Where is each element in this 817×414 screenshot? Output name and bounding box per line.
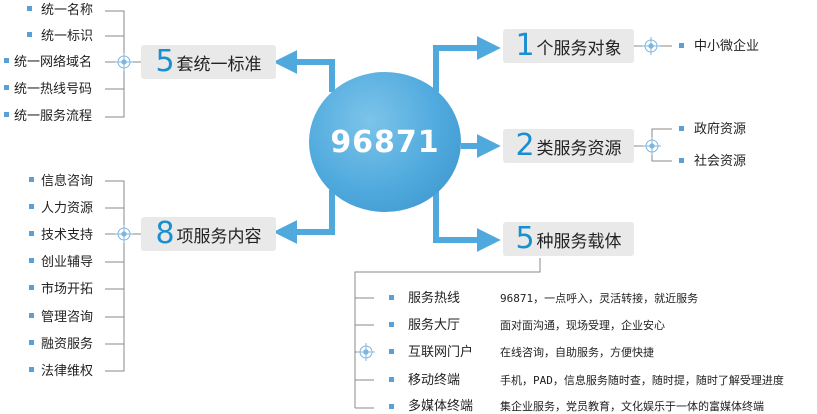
carrier-name: 服务热线 bbox=[408, 291, 461, 306]
branch-number: 8 bbox=[155, 216, 175, 251]
carrier-name: 移动终端 bbox=[408, 373, 461, 388]
branch-standards: 5 套统一标准 bbox=[141, 45, 276, 79]
standard-item: 统一热线号码 bbox=[14, 82, 93, 97]
bullet bbox=[29, 313, 34, 318]
bullet bbox=[389, 349, 394, 354]
branch-number: 2 bbox=[515, 128, 535, 163]
content-item: 融资服务 bbox=[41, 337, 94, 352]
standard-item: 统一标识 bbox=[41, 29, 94, 44]
branch-title: 项服务内容 bbox=[176, 226, 262, 247]
branch-carriers: 5 种服务载体 bbox=[503, 222, 634, 256]
branch-title: 个服务对象 bbox=[536, 38, 622, 59]
carrier-desc: 集企业服务，党员教育，文化娱乐于一体的富媒体终端 bbox=[500, 400, 764, 413]
content-item: 市场开拓 bbox=[41, 282, 94, 297]
standard-item: 统一名称 bbox=[41, 3, 94, 18]
target-icon bbox=[642, 37, 660, 55]
bullet bbox=[29, 285, 34, 290]
bullet bbox=[29, 340, 34, 345]
carrier-name: 多媒体终端 bbox=[408, 399, 474, 414]
bullet bbox=[29, 367, 34, 372]
branch-content: 8 项服务内容 bbox=[141, 217, 276, 251]
center-label: 96871 bbox=[330, 124, 440, 160]
target-icon bbox=[357, 343, 375, 361]
bullet bbox=[679, 158, 684, 163]
bullet bbox=[29, 177, 34, 182]
arrow-to-carriers bbox=[433, 190, 501, 252]
branch-resources: 2 类服务资源 bbox=[503, 129, 634, 163]
standard-item: 统一网络域名 bbox=[14, 55, 93, 70]
bullet bbox=[679, 43, 684, 48]
bullet bbox=[4, 112, 9, 117]
bullet bbox=[4, 85, 9, 90]
bullet bbox=[389, 377, 394, 382]
branch-number: 1 bbox=[515, 28, 535, 63]
resource-item: 社会资源 bbox=[694, 154, 747, 169]
content-item: 人力资源 bbox=[41, 201, 94, 216]
bullet bbox=[679, 126, 684, 131]
center-node: 96871 bbox=[309, 72, 461, 212]
arrow-to-content bbox=[273, 190, 335, 244]
branch-number: 5 bbox=[155, 44, 175, 79]
bullet bbox=[4, 58, 9, 63]
resource-item: 政府资源 bbox=[694, 122, 747, 137]
carrier-desc: 面对面沟通，现场受理，企业安心 bbox=[500, 319, 665, 332]
arrow-to-target bbox=[433, 36, 501, 92]
branch-title: 种服务载体 bbox=[536, 231, 622, 252]
target-icon bbox=[115, 225, 133, 243]
bullet bbox=[389, 295, 394, 300]
target-icon bbox=[115, 53, 133, 71]
carrier-desc: 在线咨询，自助服务，方便快捷 bbox=[500, 346, 654, 359]
carrier-desc: 96871，一点呼入，灵活转接，就近服务 bbox=[500, 292, 699, 305]
bullet bbox=[29, 231, 34, 236]
bullet bbox=[29, 204, 34, 209]
target-item: 中小微企业 bbox=[694, 39, 760, 54]
bullet bbox=[27, 32, 32, 37]
branch-number: 5 bbox=[515, 221, 535, 256]
bullet bbox=[27, 6, 32, 11]
content-item: 法律维权 bbox=[41, 364, 94, 379]
branch-title: 类服务资源 bbox=[536, 138, 622, 159]
arrow-to-standards bbox=[273, 50, 335, 92]
content-item: 信息咨询 bbox=[41, 174, 94, 189]
carrier-name: 服务大厅 bbox=[408, 318, 461, 333]
target-icon bbox=[643, 137, 661, 155]
bullet bbox=[29, 258, 34, 263]
bullet bbox=[389, 322, 394, 327]
content-item: 管理咨询 bbox=[41, 310, 94, 325]
standard-item: 统一服务流程 bbox=[14, 109, 93, 124]
carrier-name: 互联网门户 bbox=[408, 345, 474, 360]
branch-title: 套统一标准 bbox=[176, 54, 262, 75]
content-item: 创业辅导 bbox=[41, 255, 94, 270]
bullet bbox=[389, 404, 394, 409]
branch-target: 1 个服务对象 bbox=[503, 29, 634, 63]
content-item: 技术支持 bbox=[41, 228, 94, 243]
carrier-desc: 手机，PAD，信息服务随时查，随时提，随时了解受理进度 bbox=[500, 374, 784, 387]
